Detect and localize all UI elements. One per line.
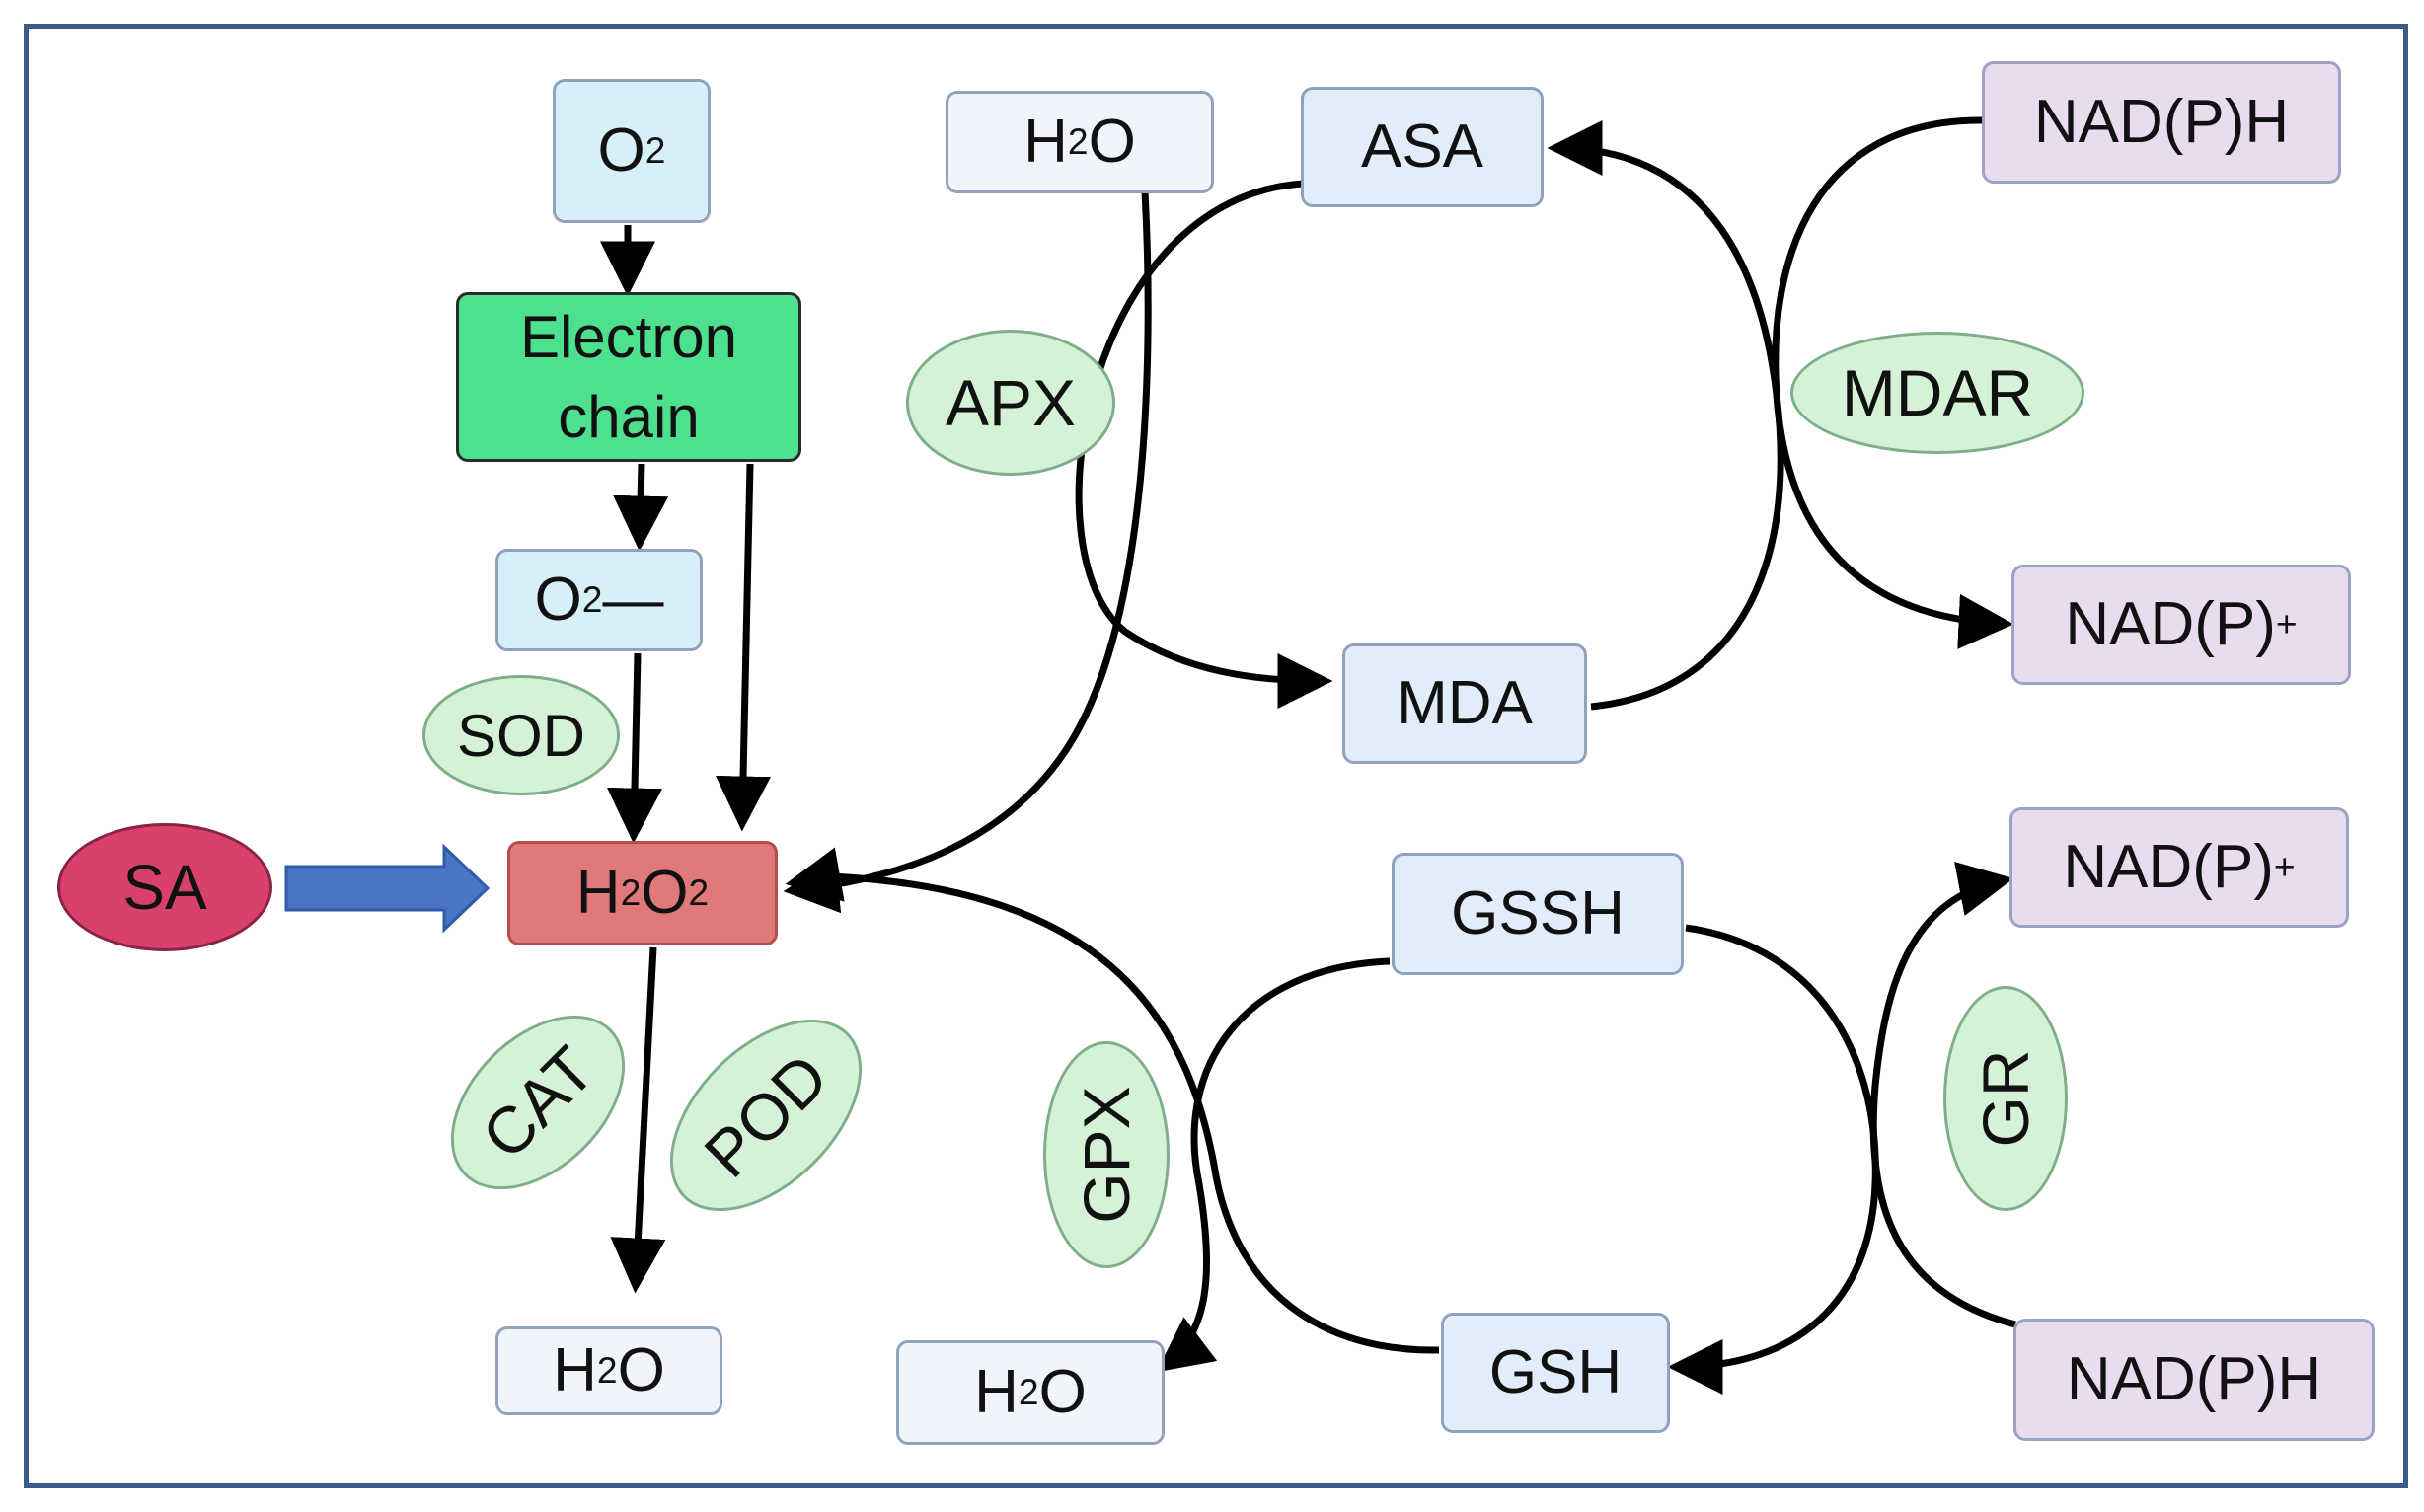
node-nadp-plus-lower: NAD(P)+ xyxy=(2009,807,2349,928)
arrow-gsh-to-h2o2 xyxy=(785,847,1440,1354)
arrow-chain-to-superoxide xyxy=(613,463,669,552)
node-sa: SA xyxy=(57,823,272,951)
arrow-superoxide-to-h2o2 xyxy=(607,652,662,844)
node-nadph-top: NAD(P)H xyxy=(1982,61,2341,184)
arrow-sa-to-h2o2 xyxy=(284,843,491,934)
node-gssh: GSSH xyxy=(1392,853,1684,975)
node-gsh: GSH xyxy=(1441,1313,1670,1433)
arrow-h2o-to-h2o2 xyxy=(783,190,1152,914)
arrow-gssh-to-gsh xyxy=(1667,924,1879,1395)
arrow-nadph-to-nadp xyxy=(1772,116,2014,649)
arrow-h2o2-to-h2o xyxy=(610,946,666,1294)
enzyme-sod: SOD xyxy=(422,675,620,795)
arrow-gssh-to-h2o xyxy=(1156,957,1391,1373)
node-nadph-bottom: NAD(P)H xyxy=(2013,1319,2375,1441)
node-asa: ASA xyxy=(1301,87,1544,207)
enzyme-mdar: MDAR xyxy=(1790,332,2084,454)
enzyme-apx: APX xyxy=(906,330,1115,476)
enzyme-gr: GR xyxy=(1943,986,2068,1211)
arrow-asa-to-mda xyxy=(1075,180,1333,709)
diagram-frame xyxy=(24,24,2408,1488)
node-electron-chain: Electron chain xyxy=(456,292,801,462)
arrow-nadph-to-nadp-gr xyxy=(1869,862,2016,1328)
node-nadp-plus-upper: NAD(P)+ xyxy=(2011,565,2351,685)
arrow-mda-to-asa xyxy=(1547,120,1784,711)
enzyme-gpx: GPX xyxy=(1043,1041,1170,1268)
node-mda: MDA xyxy=(1342,643,1587,764)
arrow-chain-to-h2o2 xyxy=(716,463,771,832)
